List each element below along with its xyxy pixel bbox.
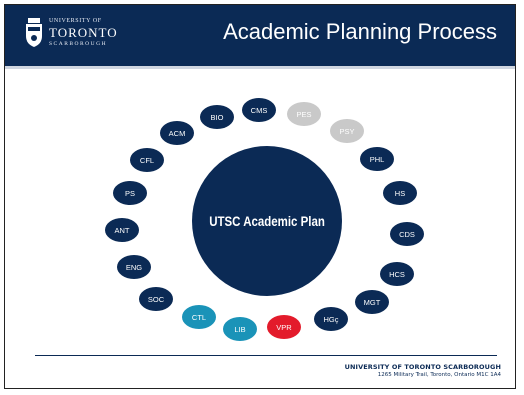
center-circle: UTSC Academic Plan: [192, 146, 342, 296]
center-label: UTSC Academic Plan: [209, 213, 325, 229]
logo-line-1: UNIVERSITY OF: [49, 18, 102, 24]
footer-university: UNIVERSITY OF TORONTO SCARBOROUGH: [344, 363, 501, 371]
node-eng: ENG: [117, 255, 151, 279]
node-hs: HS: [383, 181, 417, 205]
footer-address: UNIVERSITY OF TORONTO SCARBOROUGH 1265 M…: [345, 363, 501, 378]
node-hgc: HGç: [314, 307, 348, 331]
node-hcs: HCS: [380, 262, 414, 286]
slide: UNIVERSITY OF TORONTO SCARBOROUGH Academ…: [4, 4, 516, 389]
node-bio: BIO: [200, 105, 234, 129]
crest-icon: [26, 18, 42, 47]
node-mgt: MGT: [355, 290, 389, 314]
footer-street: 1265 Military Trail, Toronto, Ontario M1…: [377, 372, 501, 378]
node-ant: ANT: [105, 218, 139, 242]
logo-line-3: SCARBOROUGH: [49, 41, 108, 47]
node-acm: ACM: [160, 121, 194, 145]
node-cfl: CFL: [130, 148, 164, 172]
node-pes: PES: [287, 102, 321, 126]
node-vpr: VPR: [267, 315, 301, 339]
node-psy: PSY: [330, 119, 364, 143]
header-rule: [5, 66, 515, 69]
footer-divider: [35, 355, 497, 356]
node-cds: CDS: [390, 222, 424, 246]
university-logo: UNIVERSITY OF TORONTO SCARBOROUGH: [25, 18, 135, 58]
node-cms: CMS: [242, 98, 276, 122]
logo-line-2: TORONTO: [49, 25, 118, 40]
header-bar: UNIVERSITY OF TORONTO SCARBOROUGH Academ…: [5, 5, 515, 69]
node-lib: LIB: [223, 317, 257, 341]
page-title: Academic Planning Process: [223, 19, 497, 44]
node-phl: PHL: [360, 147, 394, 171]
node-ctl: CTL: [182, 305, 216, 329]
node-soc: SOC: [139, 287, 173, 311]
node-ps: PS: [113, 181, 147, 205]
